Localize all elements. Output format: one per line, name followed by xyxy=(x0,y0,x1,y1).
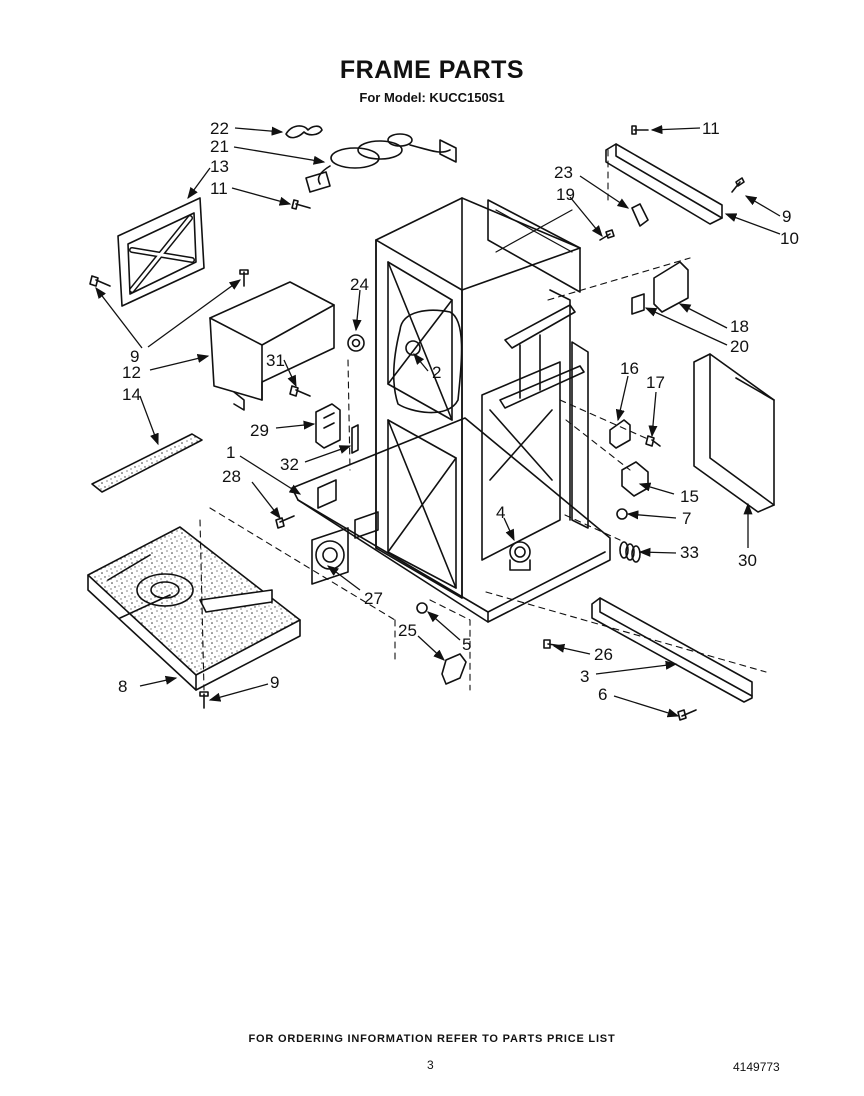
callout-27: 27 xyxy=(364,589,383,608)
relay xyxy=(621,461,649,497)
page-number: 3 xyxy=(427,1058,434,1072)
retainer-clip xyxy=(631,203,649,227)
cover-panel xyxy=(209,281,335,411)
callout-26: 26 xyxy=(594,645,613,664)
callout-10: 10 xyxy=(780,229,799,248)
filter-strip xyxy=(91,433,203,493)
callout-9a: 9 xyxy=(130,347,139,366)
callout-4: 4 xyxy=(496,503,505,522)
callout-5: 5 xyxy=(462,635,471,654)
callout-3: 3 xyxy=(580,667,589,686)
callout-23: 23 xyxy=(554,163,573,182)
callout-7: 7 xyxy=(682,509,691,528)
callout-12: 12 xyxy=(122,363,141,382)
thermostat xyxy=(609,419,631,449)
callout-25: 25 xyxy=(398,621,417,640)
page-title: FRAME PARTS xyxy=(339,56,525,84)
callout-13: 13 xyxy=(210,157,229,176)
callout-24: 24 xyxy=(350,275,369,294)
callout-22: 22 xyxy=(210,119,229,138)
nut xyxy=(616,508,628,520)
grommet xyxy=(347,334,365,352)
switch-bracket xyxy=(631,261,689,315)
callout-9b: 9 xyxy=(782,207,791,226)
spring xyxy=(619,541,641,563)
callout-6: 6 xyxy=(598,685,607,704)
callout-1: 1 xyxy=(226,443,235,462)
callout-17: 17 xyxy=(646,373,665,392)
callout-21: 21 xyxy=(210,137,229,156)
nut-5 xyxy=(416,602,428,614)
screws xyxy=(89,125,745,721)
power-cord xyxy=(305,133,457,193)
callout-19: 19 xyxy=(556,185,575,204)
callout-11b: 11 xyxy=(210,179,228,198)
drain-pan xyxy=(87,526,301,691)
callout-30: 30 xyxy=(738,551,757,570)
alignment-lines xyxy=(199,149,767,691)
callout-14: 14 xyxy=(122,385,141,404)
callout-8: 8 xyxy=(118,677,127,696)
callout-11a: 11 xyxy=(702,119,720,138)
terminal-block xyxy=(315,403,341,449)
small-bracket xyxy=(351,424,359,454)
ordering-info-note: FOR ORDERING INFORMATION REFER TO PARTS … xyxy=(248,1033,616,1045)
model-subtitle: For Model: KUCC150S1 xyxy=(359,90,505,105)
callout-20: 20 xyxy=(730,337,749,356)
leveler-foot xyxy=(441,653,467,685)
leader-lines xyxy=(95,125,781,718)
top-brace xyxy=(605,143,723,225)
callout-32: 32 xyxy=(280,455,299,474)
callout-29: 29 xyxy=(250,421,269,440)
callout-31: 31 xyxy=(266,351,285,370)
callout-2: 2 xyxy=(432,363,441,382)
callout-33: 33 xyxy=(680,543,699,562)
side-panel-left xyxy=(117,197,205,307)
callout-15: 15 xyxy=(680,487,699,506)
callout-9c: 9 xyxy=(270,673,279,692)
bottom-rail xyxy=(591,597,753,703)
hook-clip xyxy=(285,125,323,139)
callout-labels: 1 2 3 4 5 6 7 8 9 9 9 10 11 11 12 13 14 … xyxy=(118,119,799,704)
side-panel-right xyxy=(693,353,775,513)
callout-28: 28 xyxy=(222,467,241,486)
cabinet-frame xyxy=(291,197,611,623)
callout-16: 16 xyxy=(620,359,639,378)
callout-18: 18 xyxy=(730,317,749,336)
document-number: 4149773 xyxy=(733,1060,780,1074)
